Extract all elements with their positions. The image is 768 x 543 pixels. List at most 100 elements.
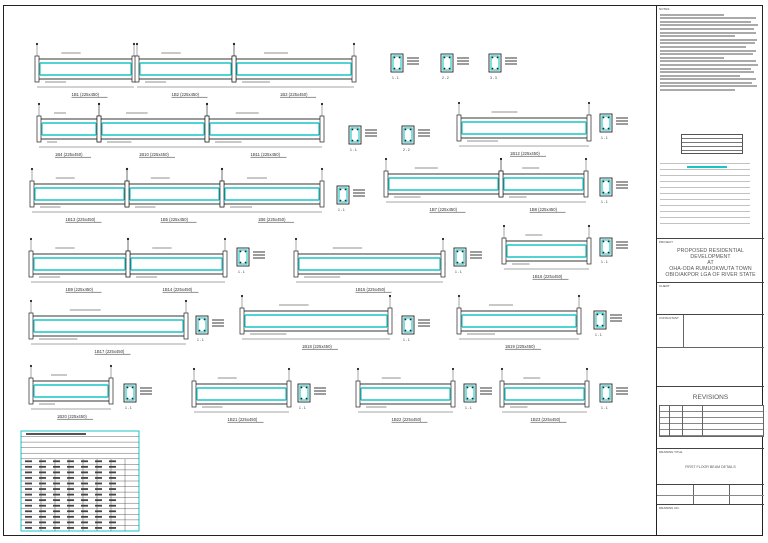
rebar-dot <box>339 188 342 191</box>
schedule-cell-value <box>81 482 88 485</box>
rebar-dot <box>404 139 407 142</box>
schedule-cell-value <box>67 504 74 507</box>
beam-outline <box>500 173 587 195</box>
section-stirrup <box>595 312 605 328</box>
rebar-dot <box>602 397 605 400</box>
section-label: 1 - 1 <box>125 406 132 410</box>
cross-section-r6b: 1 - 1 <box>297 383 326 410</box>
section-stirrup <box>442 55 452 71</box>
column-support <box>576 307 582 335</box>
rebar-dot <box>491 67 494 70</box>
column-support <box>134 55 140 83</box>
schedule-cell-value <box>53 471 60 474</box>
beam-elevation-r3e: 1B8 (225x450) <box>498 157 589 213</box>
section-outline <box>599 113 613 133</box>
schedule-cell-value <box>109 527 116 529</box>
beam-outline <box>221 183 323 205</box>
section-stirrup <box>197 317 207 333</box>
schedule-cell-value <box>53 488 60 490</box>
section-stirrup <box>601 115 611 131</box>
column-support <box>584 380 590 408</box>
schedule-cell-value <box>25 521 32 524</box>
beam-outline <box>126 183 223 205</box>
beam-elevation-r1a: 1B1 (225x450) <box>34 42 137 98</box>
schedule-cell-value <box>95 499 102 502</box>
beam-label: 1B13 (225x450) <box>66 217 96 222</box>
client-panel: CLIENT <box>657 282 764 314</box>
schedule-cell-value <box>67 465 74 468</box>
schedule-cell-value <box>95 488 102 490</box>
schedule-cell-value <box>53 521 60 524</box>
beam-elevation-r3c: 1B6 (225x450) <box>219 167 325 223</box>
section-label: 1 - 1 <box>601 200 608 204</box>
schedule-cell-value <box>39 515 46 518</box>
rebar-dot <box>351 139 354 142</box>
beam-elevation-r1c: 1B3 (225x450) <box>231 42 357 98</box>
column-support <box>222 250 228 278</box>
rebar-dot <box>244 261 247 264</box>
grid-marker <box>223 237 227 241</box>
rebar-dot <box>466 397 469 400</box>
beam-label: 1B9 (225x450) <box>66 287 94 292</box>
cross-section-r3a: 1 - 1 <box>336 185 365 212</box>
grid-marker <box>587 224 591 228</box>
legend-cyan-bar <box>687 166 727 168</box>
rebar-dot <box>244 250 247 253</box>
section-outline <box>599 237 613 257</box>
beam-elevation-r3d: 1B7 (225x450) <box>383 157 504 213</box>
section-label: 1 - 1 <box>403 338 410 342</box>
schedule-cell-value <box>81 521 88 524</box>
cross-section-r1a: 1 - 1 <box>390 53 419 80</box>
grid-marker <box>441 237 445 241</box>
beam-elevation-r5a: 1B17 (225x450) <box>28 299 189 355</box>
rebar-dot <box>131 386 134 389</box>
schedule-cell-value <box>109 521 116 524</box>
grid-marker <box>577 294 581 298</box>
rebar-dot <box>607 116 610 119</box>
schedule-cell-value <box>67 527 74 529</box>
drawing-sheet: 1B1 (225x450)1B2 (225x450)1B3 (225x450)1… <box>3 5 764 536</box>
schedule-cell-value <box>39 477 46 479</box>
section-label: 1 - 1 <box>595 333 602 337</box>
revisions-col-3 <box>702 405 703 437</box>
title-block: NOTES PROJECT PROPOSED RESIDENTIAL DEVEL… <box>656 6 764 535</box>
beam-outline <box>501 383 588 405</box>
beam-outline <box>30 315 187 337</box>
section-stirrup <box>238 249 248 265</box>
project-line-3: AT <box>707 260 714 266</box>
beam-elevation-r4c: 1B15 (225x450) <box>293 237 446 293</box>
column-support <box>191 380 197 408</box>
beam-elevation-r6c: 1B22 (225x450) <box>355 367 456 423</box>
column-support <box>239 307 245 335</box>
beam-elevation-r4b: 1B14 (225x450) <box>125 237 228 293</box>
cross-section-r1b: 2 - 2 <box>440 53 469 80</box>
section-stirrup <box>299 385 309 401</box>
beam-elevation-r2a: 1B4 (225x450) <box>36 102 102 158</box>
rebar-dot <box>239 261 242 264</box>
rebar-dot <box>602 251 605 254</box>
section-outline <box>390 53 404 73</box>
column-support <box>219 180 225 208</box>
rebar-dot <box>344 199 347 202</box>
section-outline <box>236 247 250 267</box>
beam-label: 1B16 (225x450) <box>533 274 563 279</box>
schedule-cell-value <box>95 460 102 463</box>
section-outline <box>488 53 502 73</box>
project-panel: PROJECT PROPOSED RESIDENTIAL DEVELOPMENT… <box>657 238 764 282</box>
column-support <box>204 115 210 143</box>
schedule-cell-value <box>109 477 116 479</box>
rebar-dot <box>393 56 396 59</box>
grid-marker <box>109 364 113 368</box>
rebar-dot <box>203 318 206 321</box>
grid-marker <box>240 294 244 298</box>
section-label: 2 - 2 <box>442 76 449 80</box>
column-support <box>28 377 34 405</box>
schedule-cell-value <box>109 460 116 463</box>
grid-marker <box>192 367 196 371</box>
rebar-dot <box>356 139 359 142</box>
beam-elevation-r2b: 1B10 (225x450) <box>96 102 210 158</box>
project-line-1: PROPOSED RESIDENTIAL <box>677 248 744 254</box>
project-line-2: DEVELOPMENT <box>690 254 731 260</box>
schedule-cell-value <box>81 493 88 496</box>
project-line-5: OBIO/AKPOR LGA OF RIVER STATE <box>665 272 756 278</box>
